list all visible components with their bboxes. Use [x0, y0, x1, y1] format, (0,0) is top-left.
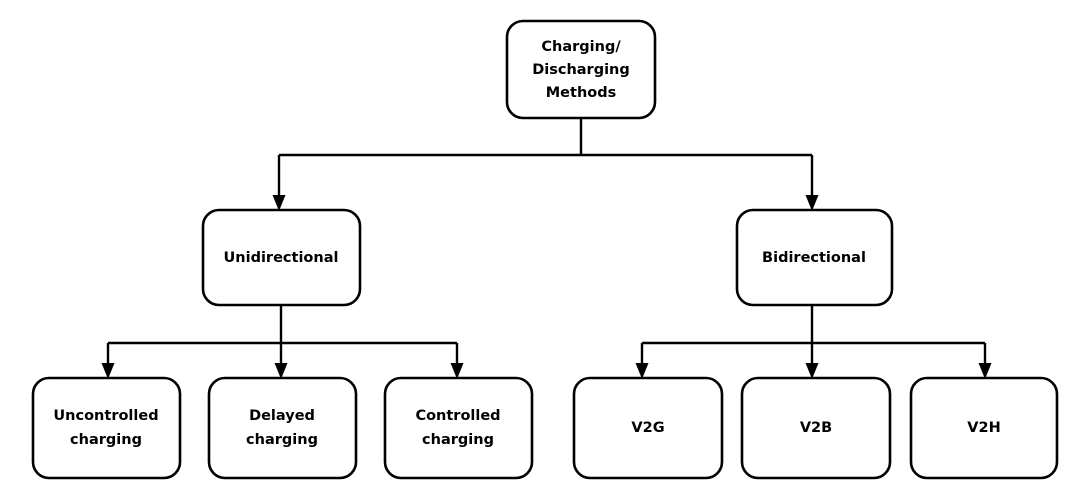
node-controlled-charging-label-line1: Controlled — [415, 408, 500, 424]
node-root-label-line1: Charging/ — [541, 39, 621, 55]
connector-group — [101, 118, 992, 379]
node-unidirectional[interactable]: Unidirectional — [201, 208, 362, 307]
node-delayed-charging-label-line1: Delayed — [249, 408, 315, 424]
node-v2h[interactable]: V2H — [909, 376, 1059, 480]
arrowhead-bidirectional — [805, 195, 819, 211]
node-unidirectional-label: Unidirectional — [224, 250, 339, 266]
arrowhead-delayed-charging — [274, 363, 288, 379]
node-uncontrolled-charging-label-line2: charging — [70, 432, 142, 448]
node-v2b-label: V2B — [800, 420, 832, 436]
node-uncontrolled-charging-box[interactable] — [31, 376, 182, 480]
arrowhead-v2g — [635, 363, 649, 379]
node-controlled-charging-box[interactable] — [383, 376, 534, 480]
node-v2h-label: V2H — [967, 420, 1000, 436]
node-controlled-charging[interactable]: Controlled charging — [383, 376, 534, 480]
node-v2h-box[interactable] — [909, 376, 1059, 480]
node-root-label-line2: Discharging — [532, 62, 630, 78]
node-bidirectional-box[interactable] — [735, 208, 894, 307]
node-bidirectional[interactable]: Bidirectional — [735, 208, 894, 307]
node-root-label-line3: Methods — [546, 85, 617, 101]
arrowhead-v2h — [978, 363, 992, 379]
node-v2g-box[interactable] — [572, 376, 724, 480]
node-bidirectional-label: Bidirectional — [762, 250, 866, 266]
node-v2g[interactable]: V2G — [572, 376, 724, 480]
arrowhead-v2b — [805, 363, 819, 379]
node-controlled-charging-label-line2: charging — [422, 432, 494, 448]
node-delayed-charging[interactable]: Delayed charging — [207, 376, 358, 480]
node-unidirectional-box[interactable] — [201, 208, 362, 307]
node-delayed-charging-box[interactable] — [207, 376, 358, 480]
node-delayed-charging-label-line2: charging — [246, 432, 318, 448]
arrowhead-unidirectional — [272, 195, 286, 211]
arrowhead-controlled-charging — [450, 363, 464, 379]
node-v2b-box[interactable] — [740, 376, 892, 480]
node-uncontrolled-charging[interactable]: Uncontrolled charging — [31, 376, 182, 480]
arrowhead-uncontrolled-charging — [101, 363, 115, 379]
node-root-box[interactable] — [505, 19, 657, 120]
node-charging-discharging-methods[interactable]: Charging/ Discharging Methods — [505, 19, 657, 120]
node-v2b[interactable]: V2B — [740, 376, 892, 480]
node-uncontrolled-charging-label-line1: Uncontrolled — [53, 408, 158, 424]
node-v2g-label: V2G — [631, 420, 664, 436]
